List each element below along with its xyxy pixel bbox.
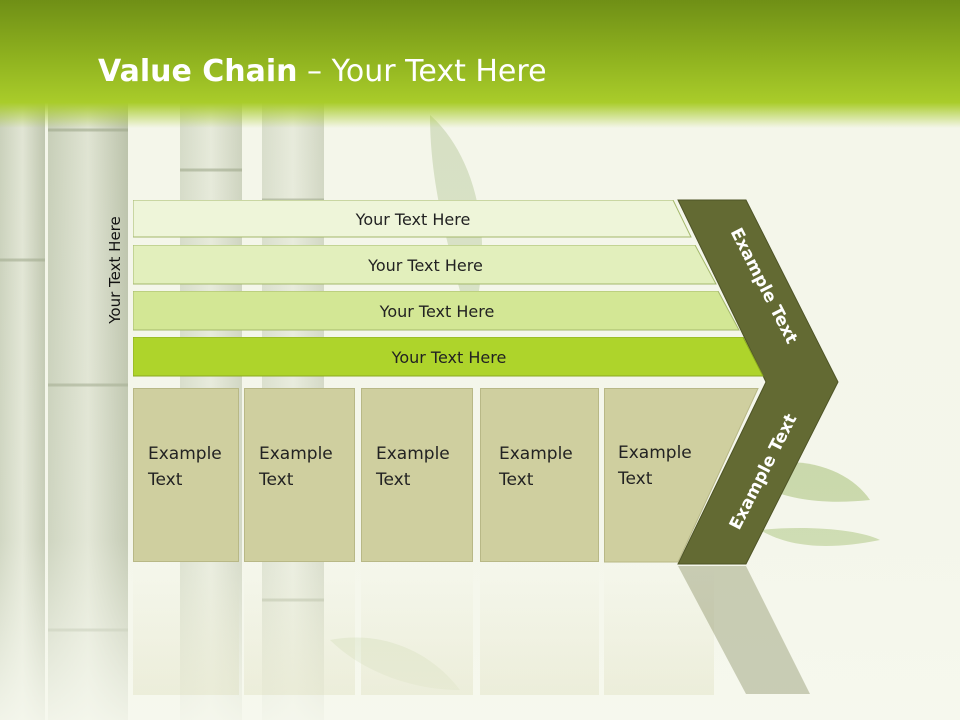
box-line2: Text xyxy=(618,469,653,489)
row-shape xyxy=(133,200,692,238)
reflection-box-2 xyxy=(244,565,355,695)
row-label: Your Text Here xyxy=(379,301,495,321)
box-line2: Text xyxy=(376,470,411,490)
box-line2: Text xyxy=(499,470,534,490)
title-rest: – Your Text Here xyxy=(297,54,547,89)
row-shape xyxy=(133,291,740,331)
box-line2: Text xyxy=(259,470,294,490)
row-label: Your Text Here xyxy=(391,347,507,367)
box-line2: Text xyxy=(148,470,183,490)
support-row-3: Your Text Here xyxy=(133,291,741,331)
support-row-4: Your Text Here xyxy=(133,337,765,377)
box-line1: Example xyxy=(618,443,692,463)
side-label-text: Your Text Here xyxy=(106,216,124,324)
box-line1: Example xyxy=(148,444,222,464)
box-line1: Example xyxy=(499,444,573,464)
side-label: Your Text Here xyxy=(95,190,135,350)
box-line1: Example xyxy=(376,444,450,464)
reflection-chevron xyxy=(678,566,810,694)
support-row-2: Your Text Here xyxy=(133,245,718,285)
value-chevron xyxy=(677,199,839,565)
reflection-box-3 xyxy=(361,565,473,695)
activity-box-5-shape xyxy=(604,388,759,563)
row-label: Your Text Here xyxy=(368,255,483,275)
reflection-box-1 xyxy=(133,565,239,695)
support-row-1: Your Text Here xyxy=(133,200,693,238)
row-shape xyxy=(133,245,717,285)
reflection-box-4 xyxy=(480,565,599,695)
box-line1: Example xyxy=(259,444,333,464)
header-bar xyxy=(0,0,960,128)
row-shape xyxy=(133,337,764,377)
row-label: Your Text Here xyxy=(355,209,471,229)
page-title: Value Chain – Your Text Here xyxy=(98,54,547,89)
title-bold: Value Chain xyxy=(98,54,298,89)
